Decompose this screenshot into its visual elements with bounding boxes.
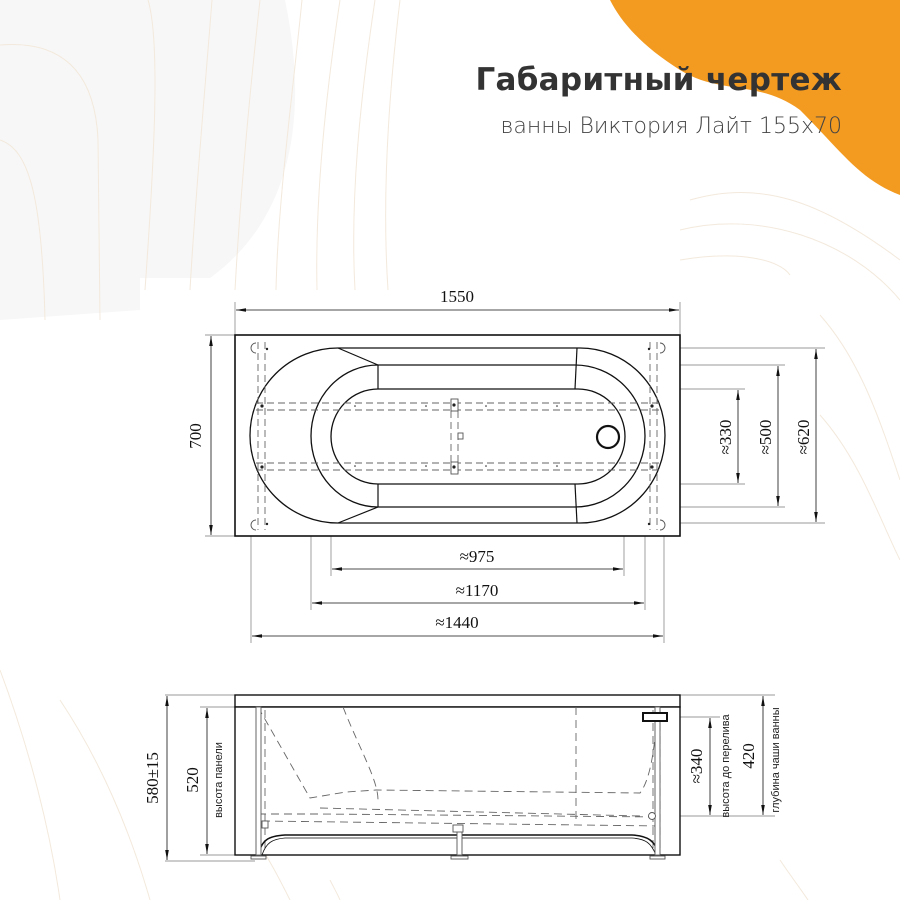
label-panel-height: высота панели bbox=[213, 742, 225, 818]
orange-accent-shape bbox=[610, 0, 900, 195]
drain-hole bbox=[595, 424, 621, 450]
dim-500: ≈500 bbox=[756, 420, 775, 455]
top-view: 1550 700 ≈975 ≈1170 ≈1440 ≈330 ≈500 ≈620 bbox=[186, 287, 825, 643]
tub-side-rim bbox=[234, 694, 681, 708]
dim-330: ≈330 bbox=[716, 420, 735, 455]
dim-length-1550: 1550 bbox=[440, 287, 474, 306]
outer-bowl-outline bbox=[249, 347, 666, 524]
tub-rim-outline bbox=[234, 334, 681, 537]
dim-620: ≈620 bbox=[794, 420, 813, 455]
page-subtitle: ванны Виктория Лайт 155x70 bbox=[500, 114, 842, 139]
side-view: 580±15 520 высота панели ≈340 высота до … bbox=[143, 694, 782, 862]
dim-panel-height: 520 bbox=[183, 767, 202, 793]
dim-1170: ≈1170 bbox=[456, 581, 499, 600]
overflow-outlet bbox=[642, 712, 668, 722]
grey-blob-shape bbox=[0, 0, 296, 320]
inner-bottom-outline bbox=[330, 388, 626, 485]
dim-bowl-depth: 420 bbox=[739, 743, 758, 769]
page-title: Габаритный чертеж bbox=[475, 62, 842, 98]
dim-975: ≈975 bbox=[460, 547, 495, 566]
dim-total-height: 580±15 bbox=[143, 752, 162, 804]
label-overflow-height: высота до перелива bbox=[720, 713, 732, 817]
dim-1440: ≈1440 bbox=[435, 613, 478, 632]
dim-overflow-height: ≈340 bbox=[687, 749, 706, 784]
middle-bowl-outline bbox=[310, 364, 646, 508]
label-bowl-depth: глубина чаши ванны bbox=[770, 707, 782, 812]
dim-width-700: 700 bbox=[186, 423, 205, 449]
